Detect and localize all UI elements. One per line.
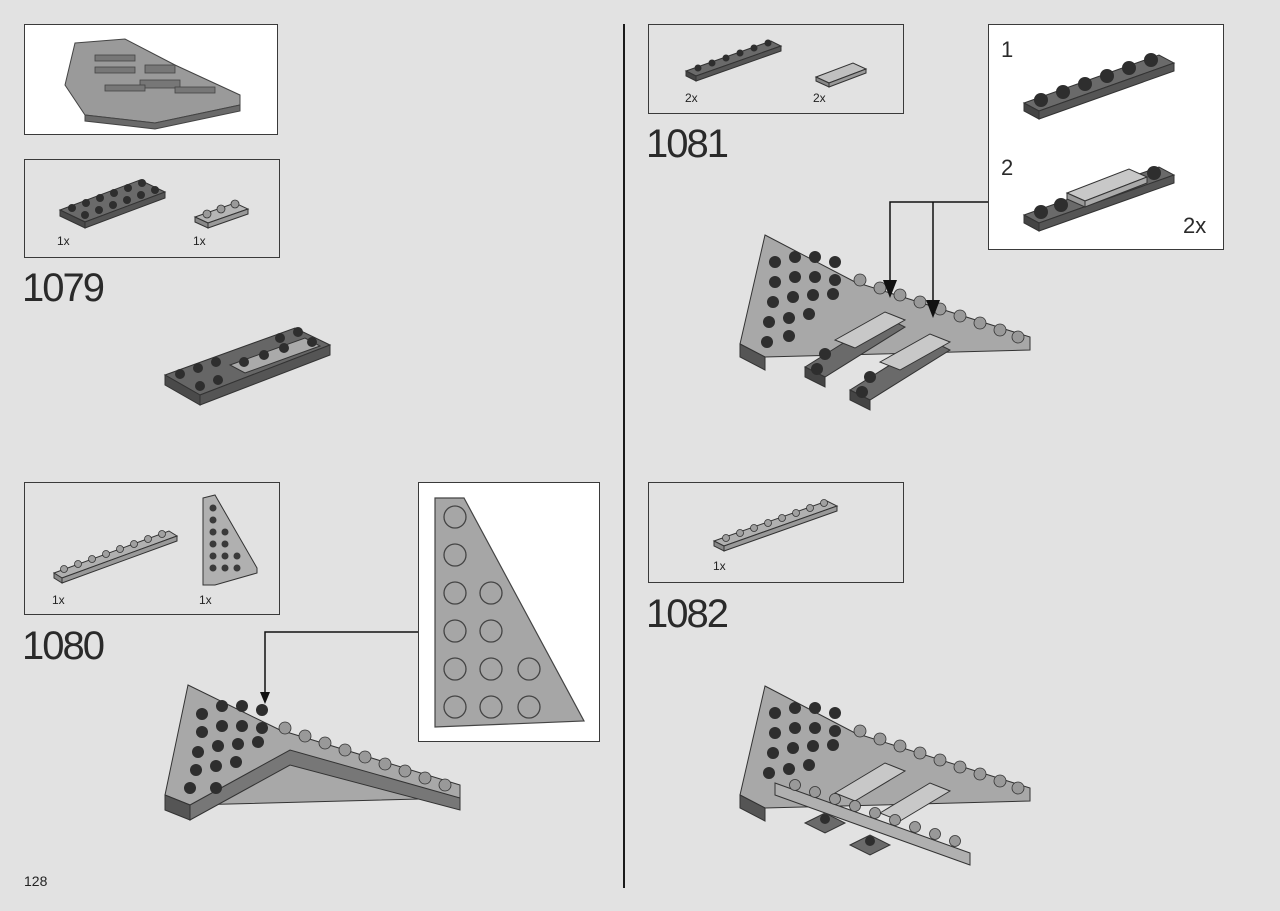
subassembly-multiplier: 2x — [1183, 213, 1207, 238]
parts-callout-1079: 1x 1x — [24, 159, 280, 258]
plate-1x3-light-icon — [193, 199, 250, 229]
part-qty-1079-b: 1x — [193, 234, 206, 248]
plate-1x8-light-icon — [52, 530, 179, 584]
page-divider — [623, 24, 625, 888]
part-qty-1082-a: 1x — [713, 559, 726, 573]
part-qty-1081-a: 2x — [685, 91, 698, 105]
plate-2x6-dark-icon — [58, 179, 167, 229]
parts-callout-1081: 2x 2x — [648, 24, 904, 114]
part-qty-1080-b: 1x — [199, 593, 212, 607]
reference-model-image — [64, 38, 241, 130]
step-number-1080: 1080 — [22, 624, 105, 668]
subassembly-step-2: 2 — [1001, 155, 1014, 180]
step-number-1079: 1079 — [22, 266, 105, 310]
parts-callout-1080: 1x 1x — [24, 482, 280, 615]
part-qty-1079-a: 1x — [57, 234, 70, 248]
step-1081-assembly-image — [739, 234, 1031, 411]
tile-1x2-light-icon — [814, 62, 868, 88]
wedge-plate-detail-image — [434, 497, 585, 728]
wedge-detail-callout — [418, 482, 600, 742]
step-1080-assembly-image — [164, 684, 461, 821]
parts-callout-1082: 1x — [648, 482, 904, 583]
subassembly-step-1: 1 — [1001, 37, 1014, 62]
plate-1x8-light-icon — [712, 499, 839, 552]
wedge-plate-light-icon — [202, 494, 258, 586]
subassembly-2-image — [1022, 166, 1176, 232]
callout-arrow-1080 — [260, 631, 418, 704]
subassembly-callout: 1 2 2x — [988, 24, 1224, 250]
page-number: 128 — [24, 873, 48, 889]
callout-arrow-1081 — [883, 201, 988, 318]
reference-thumbnail-box — [24, 24, 278, 135]
step-number-1082: 1082 — [646, 592, 729, 636]
step-1079-assembly-image — [163, 327, 332, 406]
subassembly-1-image — [1022, 53, 1176, 120]
part-qty-1080-a: 1x — [52, 593, 65, 607]
step-1082-assembly-image — [739, 685, 1031, 866]
plate-1x6-dark-icon — [684, 39, 783, 82]
part-qty-1081-b: 2x — [813, 91, 826, 105]
step-number-1081: 1081 — [646, 122, 729, 166]
